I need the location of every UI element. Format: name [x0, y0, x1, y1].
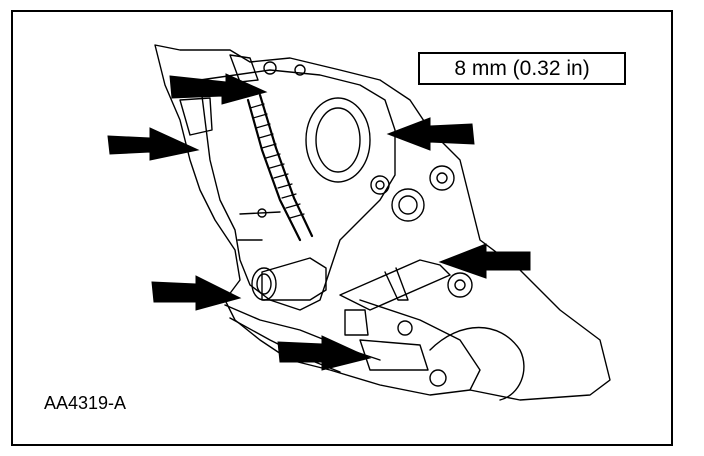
figure-id: AA4319-A [44, 393, 127, 413]
callout-arrow-right-upper [386, 117, 475, 151]
chain-guide-bracket [339, 259, 451, 311]
callout-arrow-right-middle [438, 243, 531, 279]
timing-cover-outline [199, 69, 396, 311]
engine-block-outline [154, 44, 611, 401]
cam-sprocket-opening [305, 97, 371, 183]
callout-arrow-bottom [277, 335, 372, 371]
spec-text: 8 mm (0.32 in) [454, 56, 590, 80]
callout-arrow-top [169, 73, 268, 105]
timing-chain [246, 98, 302, 242]
callout-arrow-left [107, 127, 200, 161]
callout-arrow-left-lower [151, 275, 242, 311]
crankshaft-snout [261, 257, 327, 301]
torque-spec-callout: 8 mm (0.32 in) [418, 52, 626, 85]
lower-housing [359, 299, 481, 391]
